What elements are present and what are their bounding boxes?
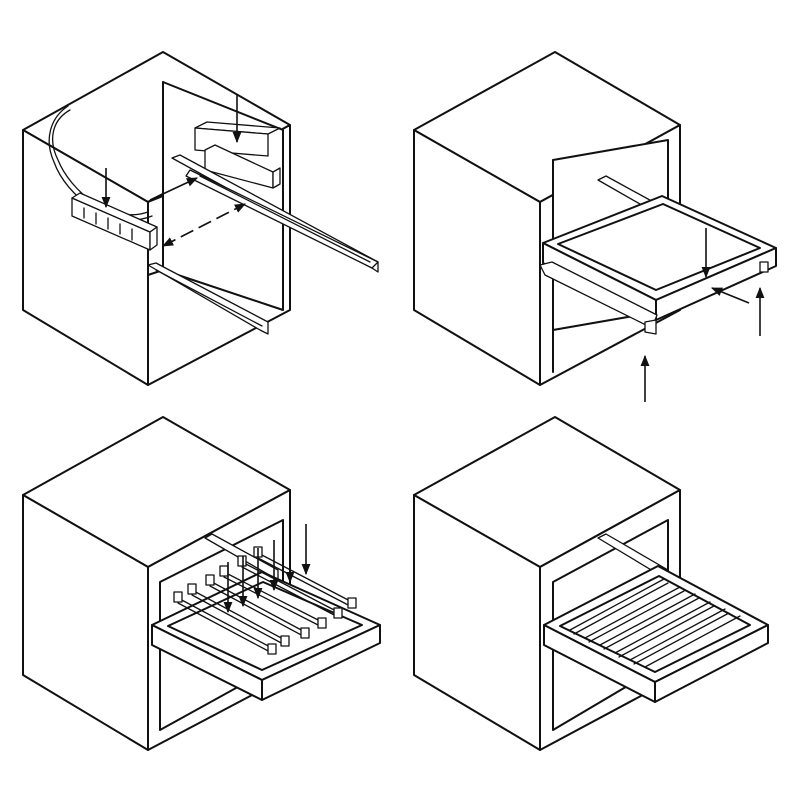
cabinet-carcass [22,51,291,386]
double-arrow-icon [162,203,246,247]
rail-mounting-block [194,121,281,189]
drawer-slide-rail-right [171,154,379,273]
pull-out-frame-assembled [543,565,769,703]
panel-step-2 [413,51,777,402]
led-bracket [71,192,158,251]
arrow-left-icon [710,287,750,304]
panel-step-1 [22,51,379,386]
drawer-slide-rail [597,533,669,581]
arrow-right-icon [149,177,199,201]
hanging-rods [177,552,353,654]
rod-end-caps [173,546,357,655]
drawer-slide-rail-left [147,262,269,335]
pull-out-frame [539,195,777,335]
panel-step-3 [22,416,381,751]
panel-step-4 [413,416,769,751]
